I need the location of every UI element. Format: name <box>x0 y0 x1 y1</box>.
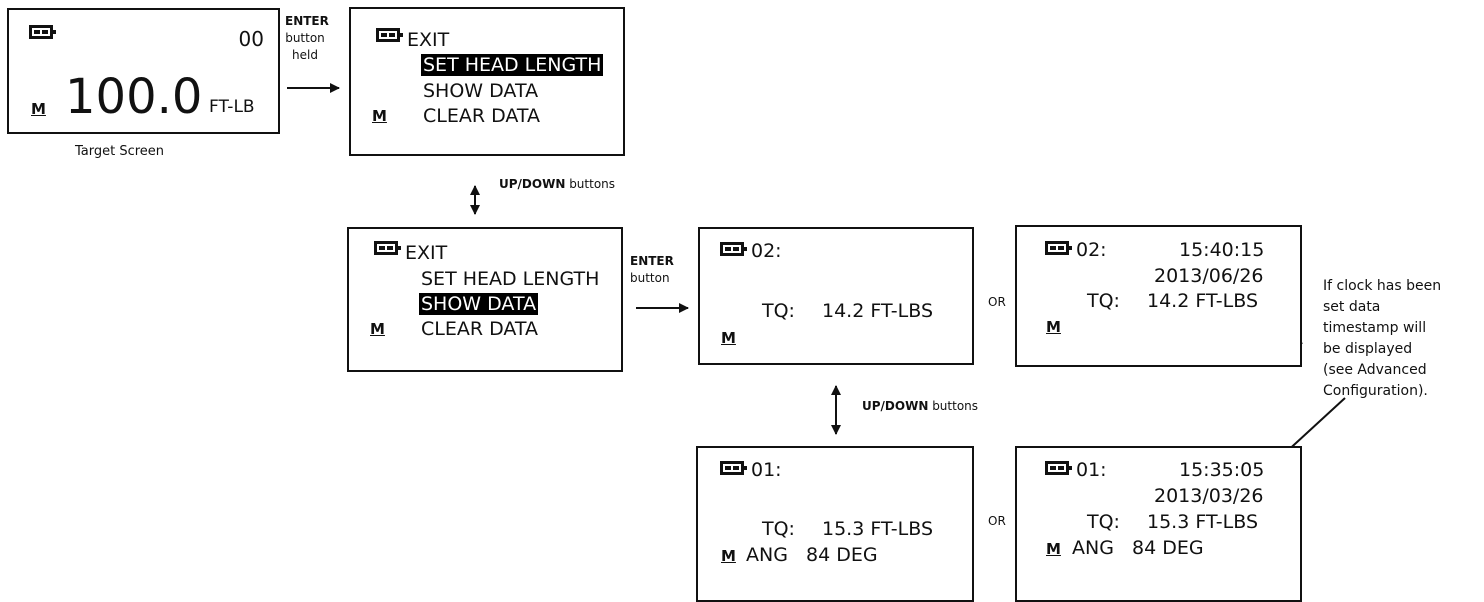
battery-icon <box>374 241 401 255</box>
updown-label: UP/DOWN buttons <box>499 177 616 191</box>
menu-item-set-head-length[interactable]: SET HEAD LENGTH <box>421 268 600 290</box>
ang-value: 84 DEG <box>1132 537 1204 559</box>
enter-label: ENTER button <box>630 254 674 285</box>
tq-label: TQ: <box>1087 290 1120 312</box>
menu-item-exit[interactable]: EXIT <box>405 242 448 264</box>
battery-icon <box>376 28 403 42</box>
mode-indicator: M <box>31 100 46 118</box>
record-index: 01: <box>751 459 782 481</box>
target-count: 00 <box>238 27 264 51</box>
battery-icon <box>720 242 747 256</box>
tq-label: TQ: <box>762 300 795 322</box>
record-index: 02: <box>1076 239 1107 261</box>
menu-item-clear-data[interactable]: CLEAR DATA <box>421 318 539 340</box>
menu-item-set-head-length[interactable]: SET HEAD LENGTH <box>421 54 604 76</box>
target-screen: 00 M 100.0 FT-LB <box>7 8 280 134</box>
mode-indicator: M <box>721 547 736 565</box>
tq-value: 14.2 FT-LBS <box>1147 290 1259 312</box>
menu-screen-set-head: EXIT SET HEAD LENGTH SHOW DATA M CLEAR D… <box>349 7 625 156</box>
menu-item-show-data[interactable]: SHOW DATA <box>419 293 539 315</box>
menu-item-clear-data[interactable]: CLEAR DATA <box>423 105 541 127</box>
or-label: OR <box>988 514 1006 528</box>
ang-label: ANG <box>1072 537 1114 559</box>
mode-indicator: M <box>1046 540 1061 558</box>
updown-label: UP/DOWN buttons <box>862 399 979 413</box>
menu-item-show-data[interactable]: SHOW DATA <box>423 80 539 102</box>
record-02-screen: 02: TQ: 14.2 FT-LBS M <box>698 227 974 365</box>
or-label: OR <box>988 295 1006 309</box>
tq-value: 15.3 FT-LBS <box>1147 511 1259 533</box>
mode-indicator: M <box>372 107 387 125</box>
record-index: 01: <box>1076 459 1107 481</box>
enter-held-label: ENTER button held <box>285 14 329 62</box>
clock-note: If clock has been set data timestamp wil… <box>1323 278 1442 399</box>
tq-value: 14.2 FT-LBS <box>822 300 934 322</box>
ang-value: 84 DEG <box>806 544 878 566</box>
record-02-clock-screen: 02: 15:40:15 2013/06/26 TQ: 14.2 FT-LBS … <box>1015 225 1302 367</box>
battery-icon <box>1045 461 1072 475</box>
record-01-screen: 01: TQ: 15.3 FT-LBS M ANG 84 DEG <box>696 446 974 602</box>
record-date: 2013/03/26 <box>1154 485 1264 507</box>
record-time: 15:40:15 <box>1179 239 1265 261</box>
record-index: 02: <box>751 240 782 262</box>
tq-value: 15.3 FT-LBS <box>822 518 934 540</box>
record-01-clock-screen: 01: 15:35:05 2013/03/26 TQ: 15.3 FT-LBS … <box>1015 446 1302 602</box>
tq-label: TQ: <box>762 518 795 540</box>
tq-label: TQ: <box>1087 511 1120 533</box>
battery-icon <box>1045 241 1072 255</box>
target-unit: FT-LB <box>209 97 255 117</box>
mode-indicator: M <box>721 329 736 347</box>
mode-indicator: M <box>370 320 385 338</box>
battery-icon <box>720 461 747 475</box>
menu-screen-show-data: EXIT SET HEAD LENGTH SHOW DATA M CLEAR D… <box>347 227 623 372</box>
ang-label: ANG <box>746 544 788 566</box>
mode-indicator: M <box>1046 318 1061 336</box>
record-time: 15:35:05 <box>1179 459 1265 481</box>
record-date: 2013/06/26 <box>1154 265 1264 287</box>
battery-icon <box>29 25 56 39</box>
target-screen-caption: Target Screen <box>75 144 165 159</box>
target-value: 100.0 <box>65 69 203 125</box>
menu-item-exit[interactable]: EXIT <box>407 29 450 51</box>
